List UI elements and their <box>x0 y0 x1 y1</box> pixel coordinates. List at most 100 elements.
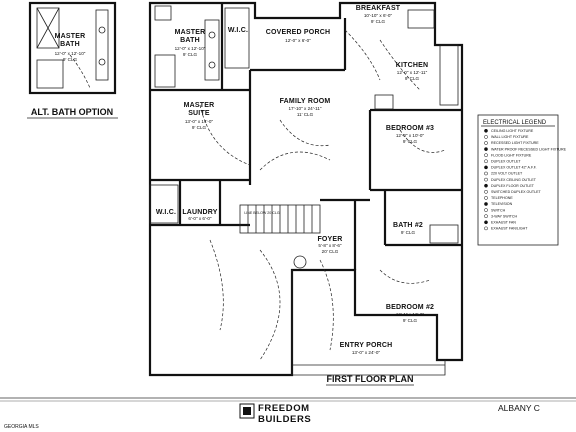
room-wic-bottom-name: W.I.C. <box>156 209 176 216</box>
room-laundry-dims: 6'-0" x 6'-0" <box>188 216 212 221</box>
room-covered-porch-name: COVERED PORCH <box>266 29 330 36</box>
master-bath-vanity <box>204 19 220 81</box>
legend-symbol-icon <box>484 202 488 206</box>
legend-symbol-icon <box>484 141 488 145</box>
breakfast-table <box>407 9 435 29</box>
electrical-wiring <box>199 29 446 361</box>
alt-bath-caption: ALT. BATH OPTION <box>31 107 113 117</box>
kitchen-island <box>374 94 394 110</box>
legend-item: WATER PROOF RECESSED LIGHT FIXTURE <box>491 147 567 151</box>
legend-item: 3-WAY SWITCH <box>491 214 517 218</box>
room-entry-porch: ENTRY PORCH 13'-0" x 24'-0" <box>340 342 393 355</box>
footer: FREEDOM BUILDERS ALBANY C GEORGIA MLS <box>0 397 576 430</box>
room-kitchen-clg: 9' CLG <box>405 76 420 81</box>
legend-item: WALL LIGHT FIXTURE <box>491 135 529 139</box>
legend-symbol-icon <box>484 153 488 158</box>
alt-bath-vanity <box>95 9 109 81</box>
alt-bath-shower <box>36 7 60 49</box>
room-foyer-name: FOYER <box>317 236 342 243</box>
room-kitchen: KITCHEN 12'-0" x 12'-11" 9' CLG <box>396 62 428 81</box>
room-breakfast-dims: 10'-10" x 6'-0" <box>364 13 393 18</box>
legend-symbol-icon <box>484 165 488 170</box>
watermark: GEORGIA MLS <box>4 424 39 430</box>
legend-item: DUPLEX CEILING OUTLET <box>491 178 537 182</box>
kitchen-counter <box>439 44 459 106</box>
room-foyer-dims: 5'-8" x 8'-6" <box>318 243 342 248</box>
freedom-builders-logo-icon <box>239 403 255 419</box>
legend-item: FLOOD LIGHT FIXTURE <box>491 153 532 157</box>
room-bedroom-2-clg: 9' CLG <box>403 318 418 323</box>
room-family-room-dims: 17'-10" x 24'-11" <box>288 106 321 111</box>
room-bedroom-3-clg: 9' CLG <box>403 139 418 144</box>
room-bedroom-2: BEDROOM #2 12'-1" x 12'-0" 9' CLG <box>386 304 434 323</box>
room-master-suite-dims: 13'-0" x 14'-0" <box>185 119 214 124</box>
legend-item: EXHAUST FAN <box>491 221 516 225</box>
room-master-bath-dims: 12'-0" x 12'-10" <box>175 46 206 51</box>
legend-symbol-icon <box>484 183 488 188</box>
master-bath-tub <box>154 54 176 88</box>
room-breakfast-name: BREAKFAST <box>356 5 401 12</box>
room-foyer: FOYER 5'-8" x 8'-6" 20' CLG <box>317 236 342 254</box>
room-covered-porch: COVERED PORCH 12'-0" x 6'-0" <box>266 29 330 43</box>
room-covered-porch-dims: 12'-0" x 6'-0" <box>285 38 311 43</box>
room-bedroom-3-dims: 12'-0" x 10'-0" <box>396 133 425 138</box>
room-name-line: BATH <box>180 37 200 44</box>
legend-symbol-icon <box>484 208 488 212</box>
room-laundry-name: LAUNDRY <box>182 209 217 216</box>
legend-symbol-icon <box>484 196 488 200</box>
brand-line-2: BUILDERS <box>258 414 311 425</box>
room-family-room-name: FAMILY ROOM <box>280 98 331 105</box>
alt-bath-room-clg: 9' CLG <box>63 57 78 62</box>
legend-item: DUPLEX OUTLET 42" A.F.F. <box>491 166 537 170</box>
plan-name: ALBANY C <box>498 403 540 413</box>
wic-top-shelving <box>224 7 250 69</box>
room-entry-porch-dims: 13'-0" x 24'-0" <box>352 350 381 355</box>
bath-2-tub <box>429 224 459 244</box>
legend-item: SWITCHED DUPLEX OUTLET <box>491 190 542 194</box>
room-name-line: MASTER <box>175 29 206 36</box>
legend-symbol-icon <box>484 177 488 182</box>
room-breakfast: BREAKFAST 10'-10" x 6'-0" 9' CLG <box>356 5 401 24</box>
room-name-line: SUITE <box>188 110 210 117</box>
electrical-legend: ELECTRICAL LEGEND CEILING LIGHT FIXTUREW… <box>477 114 567 246</box>
plan-title: FIRST FLOOR PLAN <box>327 374 414 384</box>
stair-note: LINE BELOW 20 CLG <box>244 211 280 215</box>
room-name-line: MASTER <box>184 102 215 109</box>
legend-item: DUPLEX FLOOR OUTLET <box>491 184 535 188</box>
legend-item: RECESSED LIGHT FIXTURE <box>491 141 539 145</box>
plan-walls <box>148 1 464 377</box>
legend-symbol-icon <box>484 171 488 176</box>
room-kitchen-dims: 12'-0" x 12'-11" <box>397 70 428 75</box>
room-bedroom-2-name: BEDROOM #2 <box>386 304 434 311</box>
legend-symbol-icon <box>484 189 488 194</box>
room-wic-bottom: W.I.C. <box>156 209 176 216</box>
legend-symbol-icon <box>484 214 488 219</box>
legend-symbol-icon <box>484 159 488 164</box>
legend-item: DUPLEX OUTLET <box>491 160 521 164</box>
alt-bath-room-dims: 12'-0" x 12'-10" <box>55 51 86 56</box>
room-master-bath-clg: 9' CLG <box>183 52 198 57</box>
room-wic-top: W.I.C. <box>228 27 248 34</box>
room-wic-top-name: W.I.C. <box>228 27 248 34</box>
legend-symbol-icon <box>484 220 488 225</box>
room-entry-porch-name: ENTRY PORCH <box>340 342 393 349</box>
legend-symbol-icon <box>484 226 488 231</box>
room-family-room-clg: 11' CLG <box>297 112 314 117</box>
room-bedroom-2-dims: 12'-1" x 12'-0" <box>396 312 425 317</box>
room-bath-2: BATH #2 9' CLG <box>393 222 423 235</box>
room-laundry: LAUNDRY 6'-0" x 6'-0" <box>182 209 217 221</box>
legend-item: CEILING LIGHT FIXTURE <box>491 129 534 133</box>
room-family-room: FAMILY ROOM 17'-10" x 24'-11" 11' CLG <box>280 98 331 117</box>
wic-bottom-shelving <box>149 184 179 224</box>
alt-bath-walls <box>28 1 117 95</box>
alt-bath-tub <box>36 59 64 89</box>
foyer-fixture <box>293 255 307 269</box>
room-foyer-clg: 20' CLG <box>322 249 339 254</box>
